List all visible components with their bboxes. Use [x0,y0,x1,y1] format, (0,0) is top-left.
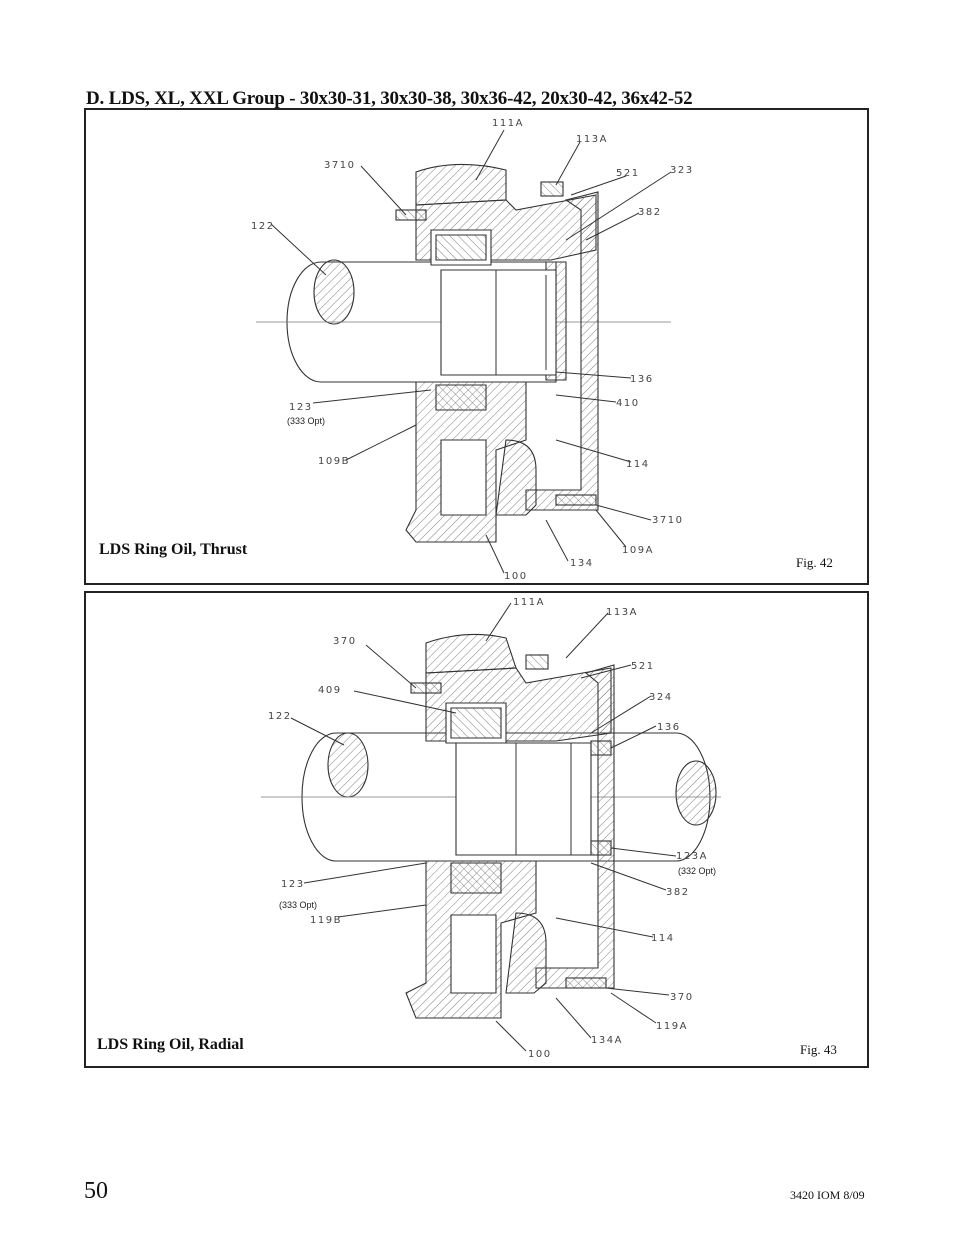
callout-136: 136 [630,374,654,385]
callout-136: 136 [657,722,681,733]
callout-109b: 109B [318,456,350,467]
option-332-opt: (332 Opt) [678,866,716,876]
thrust-bearing-cross-section-drawing: 111A 113A 3710 521 323 382 122 136 123 (… [251,118,694,582]
callout-111a: 111A [492,118,524,129]
callout-114: 114 [651,933,675,944]
callout-113a: 113A [576,134,608,145]
callout-521: 521 [631,661,655,672]
callout-123: 123 [281,879,305,890]
callout-410: 410 [616,398,640,409]
callout-100: 100 [528,1049,552,1060]
callout-109a: 109A [622,545,654,556]
callout-370-lower: 370 [670,992,694,1003]
figure-43-panel: 111A 113A 370 521 409 324 122 136 123A (… [84,591,869,1068]
figure-number: Fig. 43 [800,1042,837,1057]
page-number: 50 [84,1178,108,1204]
callout-100: 100 [504,571,528,582]
callout-119a: 119A [656,1021,688,1032]
callout-114: 114 [626,459,650,470]
figure-number: Fig. 42 [796,555,833,570]
option-333-opt: (333 Opt) [279,900,317,910]
callout-119b: 119B [310,915,342,926]
document-reference: 3420 IOM 8/09 [790,1188,865,1202]
radial-bearing-cross-section-drawing: 111A 113A 370 521 409 324 122 136 123A (… [261,597,721,1060]
callout-122: 122 [268,711,292,722]
callout-370-upper: 370 [333,636,357,647]
callout-122: 122 [251,221,275,232]
callout-409: 409 [318,685,342,696]
callout-382: 382 [666,887,690,898]
callout-111a: 111A [513,597,545,608]
figure-42-panel: 111A 113A 3710 521 323 382 122 136 123 (… [84,108,869,585]
callout-123: 123 [289,402,313,413]
callout-134: 134 [570,558,594,569]
callout-134a: 134A [591,1035,623,1046]
option-333-opt: (333 Opt) [287,416,325,426]
callout-521: 521 [616,168,640,179]
callout-323: 323 [670,165,694,176]
callout-123a: 123A [676,851,708,862]
figure-caption: LDS Ring Oil, Thrust [99,541,248,558]
callout-3710-upper: 3710 [324,160,355,171]
section-heading: D. LDS, XL, XXL Group - 30x30-31, 30x30-… [86,88,693,109]
callout-324: 324 [649,692,673,703]
callout-113a: 113A [606,607,638,618]
callout-382: 382 [638,207,662,218]
figure-caption: LDS Ring Oil, Radial [97,1036,244,1053]
callout-3710-lower: 3710 [652,515,683,526]
